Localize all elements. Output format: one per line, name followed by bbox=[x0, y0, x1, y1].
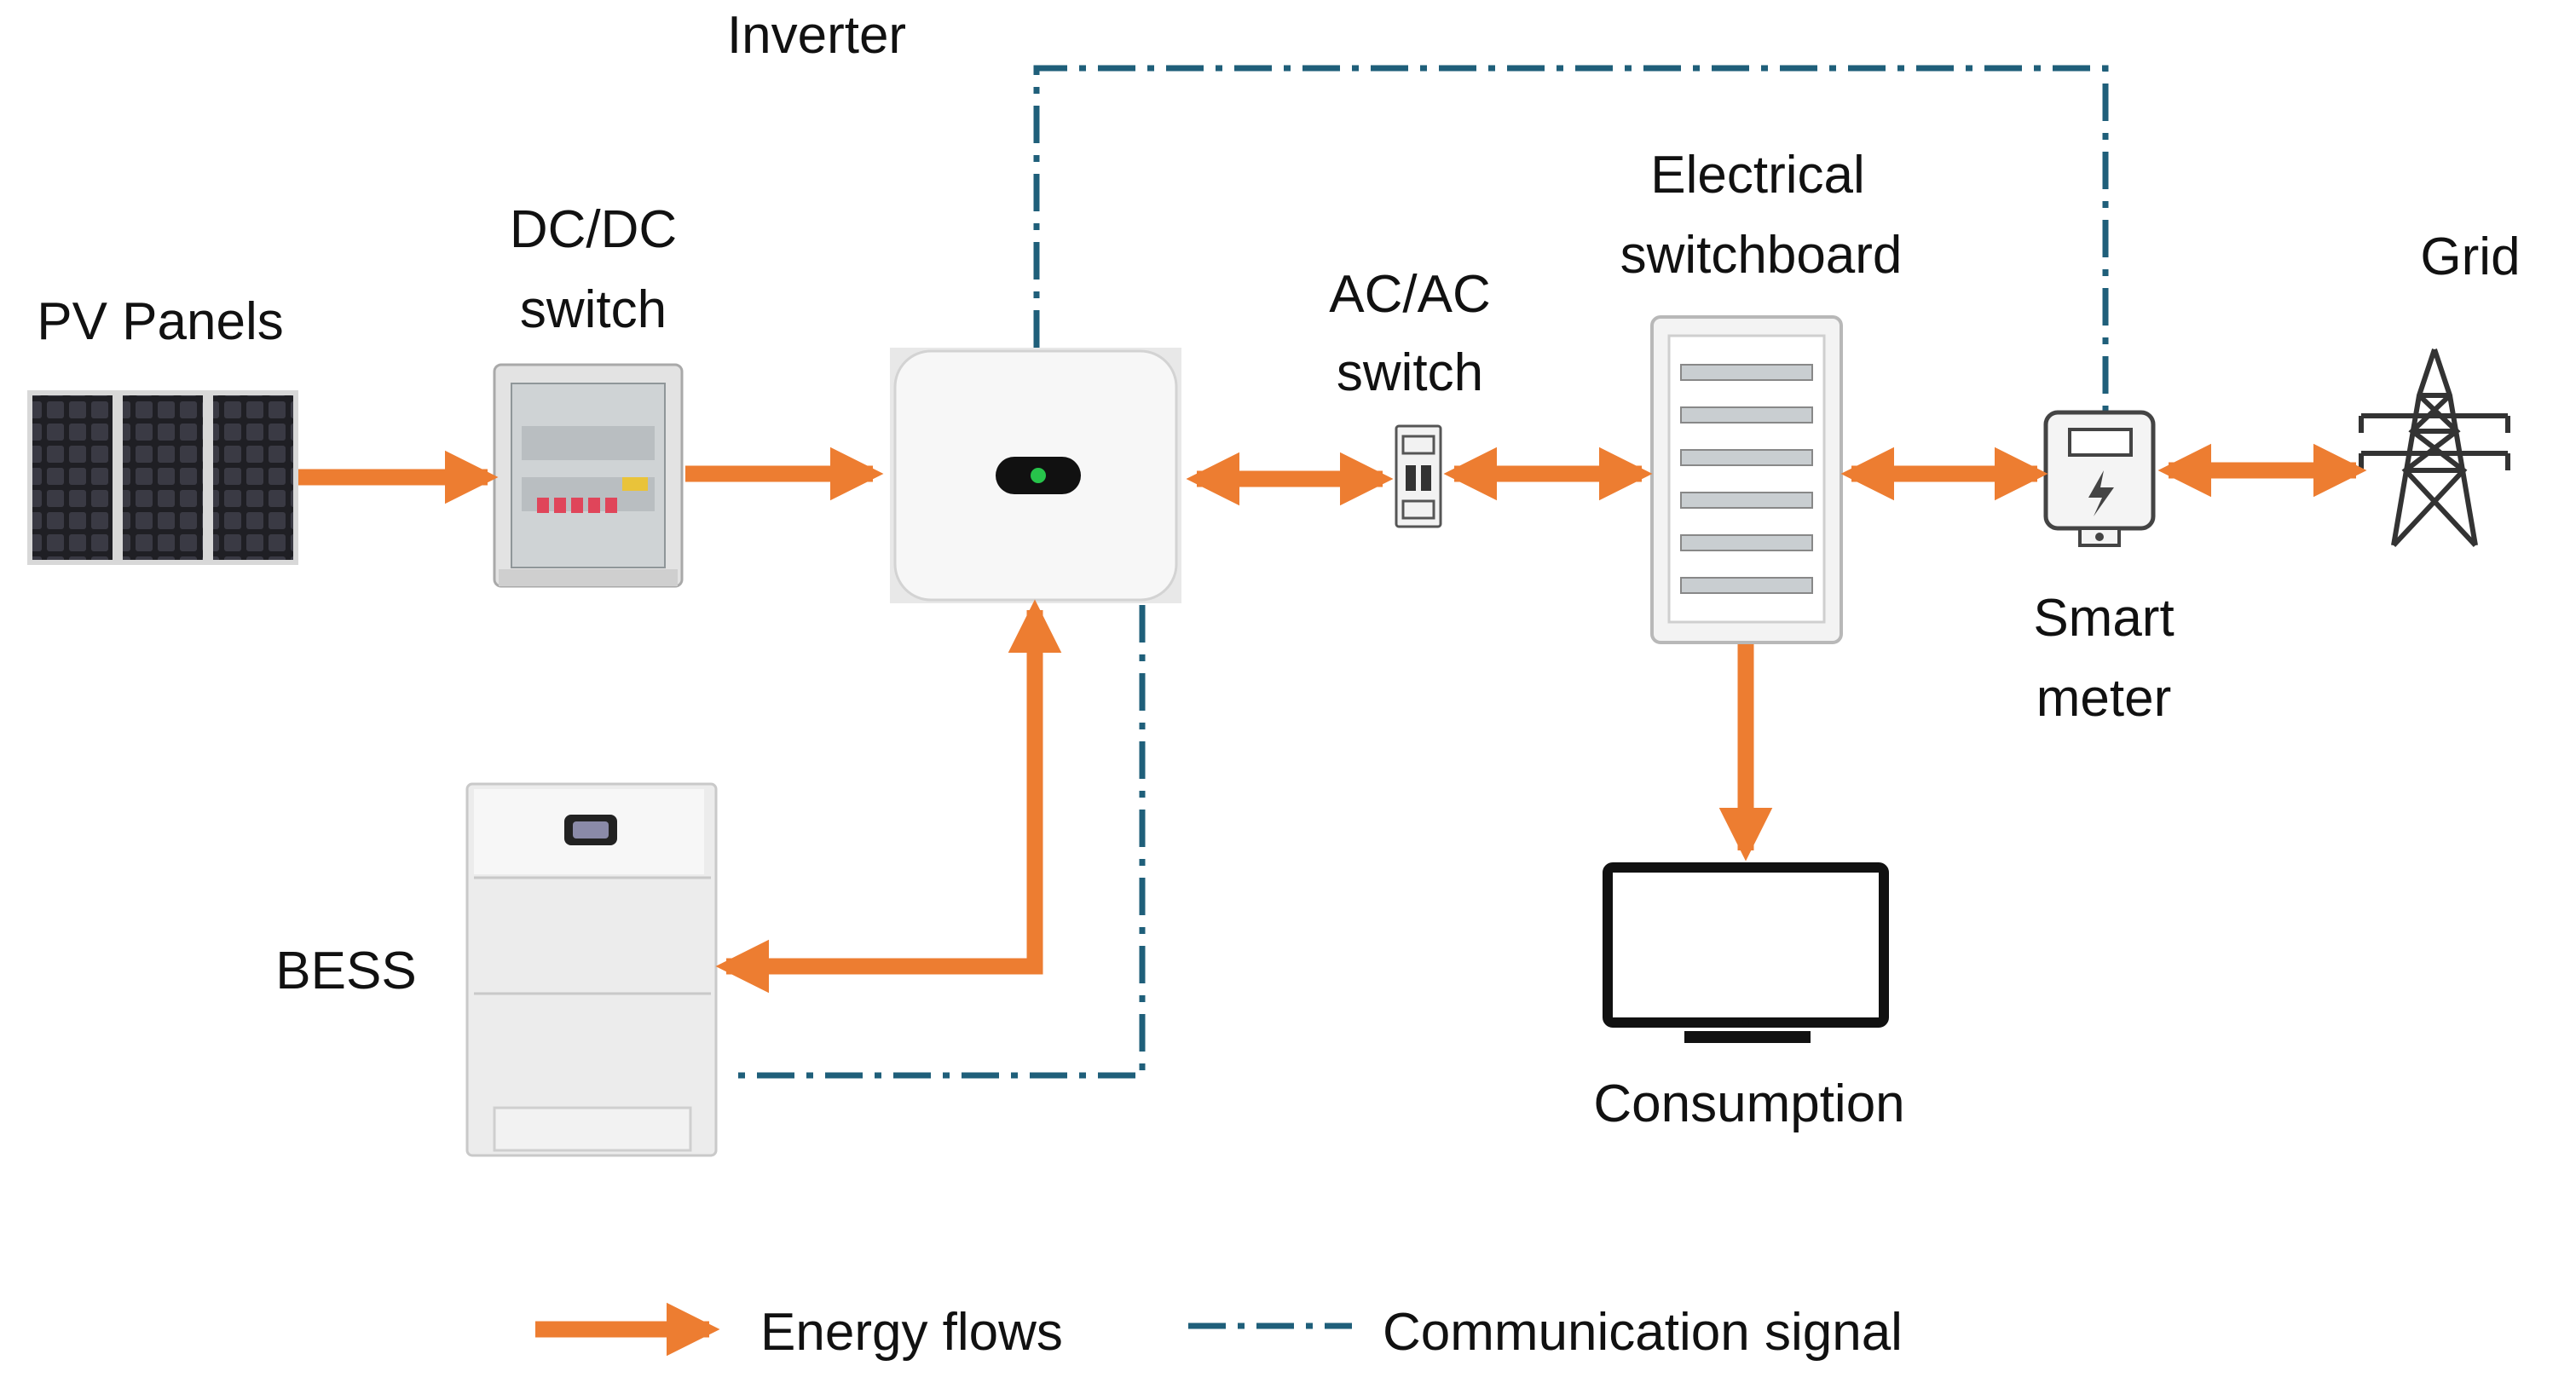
label-dcdc-line1: DC/DC bbox=[510, 200, 677, 259]
dcdc-switch-icon bbox=[493, 363, 684, 588]
label-grid: Grid bbox=[2420, 228, 2520, 286]
label-acac-line2: switch bbox=[1337, 343, 1483, 402]
label-smart-meter-line2: meter bbox=[2036, 669, 2171, 728]
grid-tower-icon bbox=[2359, 349, 2510, 548]
label-switchboard-line1: Electrical bbox=[1650, 146, 1865, 205]
label-dcdc-line2: switch bbox=[520, 280, 667, 339]
legend-communication-label: Communication signal bbox=[1383, 1303, 1903, 1362]
communication-lines bbox=[730, 65, 2109, 1079]
arrow-inverter-bess bbox=[715, 599, 1062, 994]
legend: Energy flows Communication signal bbox=[535, 1302, 1903, 1362]
acac-switch-icon bbox=[1395, 424, 1442, 528]
inverter-icon bbox=[890, 348, 1181, 603]
label-switchboard-line2: switchboard bbox=[1620, 226, 1903, 285]
smart-meter-icon bbox=[2043, 410, 2156, 547]
bess-battery-icon bbox=[465, 782, 718, 1157]
comm-line-inverter-bess bbox=[730, 605, 1146, 1079]
consumption-tv-icon bbox=[1603, 862, 1889, 1043]
label-pv-panels: PV Panels bbox=[37, 292, 284, 351]
pv-panels-icon bbox=[27, 390, 298, 565]
label-bess: BESS bbox=[275, 942, 416, 1000]
electrical-switchboard-icon bbox=[1650, 315, 1843, 644]
comm-line-inverter-smart-meter bbox=[1033, 65, 2109, 411]
label-acac-line1: AC/AC bbox=[1329, 265, 1490, 324]
label-inverter: Inverter bbox=[727, 6, 906, 65]
component-labels: PV Panels DC/DC switch Inverter AC/AC sw… bbox=[37, 6, 2520, 1133]
label-smart-meter-line1: Smart bbox=[2033, 589, 2174, 648]
legend-energy-label: Energy flows bbox=[760, 1303, 1063, 1362]
energy-flow-arrows bbox=[298, 443, 2367, 994]
label-consumption: Consumption bbox=[1593, 1075, 1904, 1133]
